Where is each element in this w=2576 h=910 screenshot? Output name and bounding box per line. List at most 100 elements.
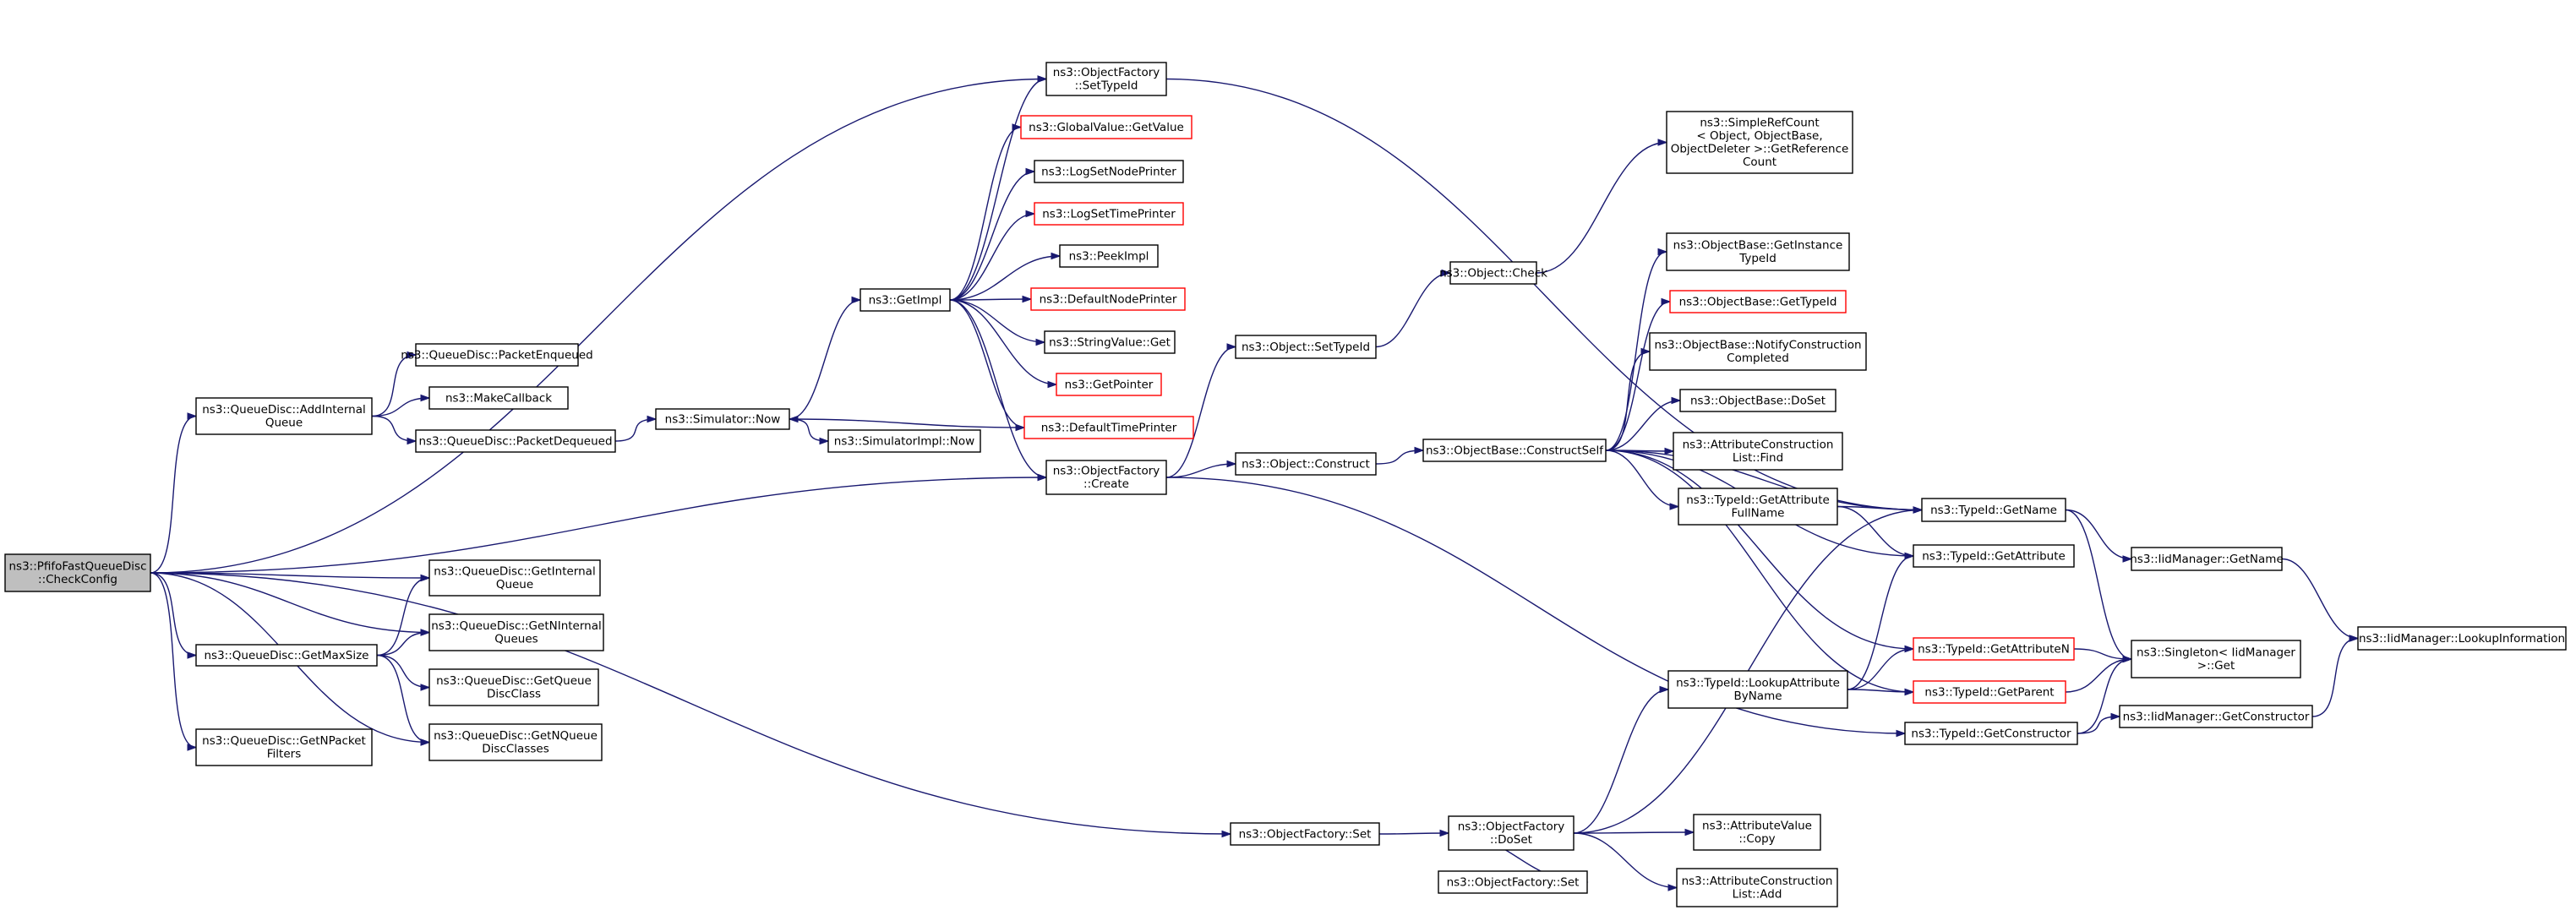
edge-line	[150, 572, 430, 579]
node-peekImpl[interactable]: ns3::PeekImpl	[1059, 244, 1159, 268]
node-label-line: ns3::PfifoFastQueueDisc	[8, 560, 146, 574]
node-box	[1438, 870, 1588, 894]
node-getMaxSize[interactable]: ns3::QueueDisc::GetMaxSize	[195, 644, 378, 667]
edge-line	[2311, 637, 2359, 717]
edge-arrowhead	[1640, 347, 1651, 356]
edge-line	[2065, 509, 2132, 660]
edge-line	[789, 418, 1025, 428]
node-label-line: ns3::GlobalValue::GetValue	[1029, 121, 1184, 134]
edge-line	[2065, 658, 2132, 693]
node-label-line: ns3::TypeId::GetConstructor	[1911, 727, 2071, 740]
edge-line	[150, 572, 197, 657]
node-tidGetAttrN[interactable]: ns3::TypeId::GetAttributeN	[1913, 637, 2075, 661]
node-label-line: ns3::QueueDisc::GetQueue	[436, 674, 592, 688]
edge-objConstruct-to-obConstructSelf	[1375, 446, 1425, 465]
node-ofDoSet[interactable]: ns3::ObjectFactory::DoSet	[1448, 815, 1575, 851]
node-label-line: ns3::ObjectBase::ConstructSelf	[1426, 444, 1604, 457]
node-label-line: ns3::LogSetNodePrinter	[1041, 165, 1176, 178]
edge-line	[371, 354, 417, 417]
node-getImpl[interactable]: ns3::GetImpl	[860, 288, 951, 312]
node-label-line: ns3::QueueDisc::GetInternal	[434, 565, 595, 579]
node-root[interactable]: ns3::PfifoFastQueueDisc::CheckConfig	[4, 553, 151, 592]
node-obGetTypeId[interactable]: ns3::ObjectBase::GetTypeId	[1669, 290, 1847, 313]
edge-arrowhead	[420, 574, 431, 582]
node-label-line: ns3::TypeId::GetParent	[1924, 685, 2054, 699]
edge-getImpl-to-getPtr	[949, 299, 1058, 389]
node-label-line: ns3::QueueDisc::AddInternal	[202, 403, 366, 417]
node-pktDeq[interactable]: ns3::QueueDisc::PacketDequeued	[415, 429, 616, 453]
node-obNotify[interactable]: ns3::ObjectBase::NotifyConstructionCompl…	[1649, 332, 1867, 371]
edge-line	[1375, 450, 1424, 465]
edge-arrowhead	[2349, 635, 2360, 642]
edge-root-to-addInternal	[150, 412, 198, 574]
node-ofSet2[interactable]: ns3::ObjectFactory::Set	[1438, 870, 1588, 894]
node-tidGetParent[interactable]: ns3::TypeId::GetParent	[1913, 680, 2066, 704]
edge-ofCreate-to-tidGetCtor	[1165, 477, 1907, 738]
node-logNode[interactable]: ns3::LogSetNodePrinter	[1034, 160, 1184, 183]
node-iidLookup[interactable]: ns3::IidManager::LookupInformation	[2357, 626, 2567, 651]
node-simNow[interactable]: ns3::Simulator::Now	[655, 408, 790, 430]
node-label-line: ns3::IidManager::GetName	[2130, 553, 2284, 566]
edge-ofDoSet-to-acAdd	[1573, 832, 1678, 891]
node-label-line: ns3::Object::Construct	[1242, 457, 1370, 471]
node-makeCb[interactable]: ns3::MakeCallback	[428, 386, 569, 410]
node-tidGetAttr[interactable]: ns3::TypeId::GetAttribute	[1913, 544, 2075, 568]
node-tidGetName[interactable]: ns3::TypeId::GetName	[1921, 498, 2066, 522]
node-iidGetCtor[interactable]: ns3::IidManager::GetConstructor	[2119, 705, 2313, 728]
edge-line	[1847, 555, 1914, 690]
edge-line	[1536, 141, 1667, 274]
node-label-line: ns3::ObjectFactory	[1053, 465, 1160, 478]
node-strGet[interactable]: ns3::StringValue::Get	[1044, 330, 1176, 354]
node-singleton[interactable]: ns3::Singleton< IidManager>::Get	[2131, 640, 2301, 678]
node-ofSet[interactable]: ns3::ObjectFactory::Set	[1230, 822, 1380, 846]
node-logTime[interactable]: ns3::LogSetTimePrinter	[1034, 202, 1184, 226]
edge-arrowhead	[420, 684, 431, 691]
node-ofCreate[interactable]: ns3::ObjectFactory::Create	[1045, 460, 1167, 495]
edge-objGetTypeId-to-objCheck	[1375, 269, 1452, 348]
node-getPtr[interactable]: ns3::GetPointer	[1056, 373, 1162, 396]
edge-line	[1605, 450, 1914, 693]
edge-addInternal-to-pktDeq	[371, 415, 418, 445]
node-simpleRef[interactable]: ns3::SimpleRefCount< Object, ObjectBase,…	[1666, 111, 1853, 174]
node-label-line: ns3::AttributeConstruction	[1682, 875, 1833, 888]
edge-line	[150, 572, 197, 749]
node-defNode[interactable]: ns3::DefaultNodePrinter	[1030, 287, 1186, 311]
node-obConstructSelf[interactable]: ns3::ObjectBase::ConstructSelf	[1422, 439, 1607, 462]
node-simImplNow[interactable]: ns3::SimulatorImpl::Now	[827, 429, 981, 453]
node-objCheck[interactable]: ns3::Object::Check	[1439, 261, 1547, 285]
node-box	[1913, 544, 2075, 568]
node-obDoSet[interactable]: ns3::ObjectBase::DoSet	[1679, 389, 1836, 412]
edge-line	[1165, 78, 1923, 511]
node-objConstruct[interactable]: ns3::Object::Construct	[1235, 452, 1377, 476]
edge-getImpl-to-peekImpl	[949, 252, 1062, 301]
node-gvGetValue[interactable]: ns3::GlobalValue::GetValue	[1020, 115, 1192, 139]
edge-line	[949, 171, 1035, 301]
node-box	[1904, 722, 2078, 745]
edge-line	[789, 299, 861, 420]
edge-getMaxSize-to-getInternal	[376, 574, 431, 657]
node-ofSetTypeId[interactable]: ns3::ObjectFactory::SetTypeId	[1045, 62, 1167, 96]
edge-arrowhead	[1661, 297, 1672, 306]
node-objGetTypeId[interactable]: ns3::Object::SetTypeId	[1235, 335, 1377, 359]
node-avCopy[interactable]: ns3::AttributeValue::Copy	[1693, 814, 1821, 851]
edge-ofCreate-to-objConstruct	[1165, 460, 1237, 478]
node-label-line: ByName	[1733, 689, 1782, 703]
node-defTime[interactable]: ns3::DefaultTimePrinter	[1023, 416, 1194, 439]
node-tidGetCtor[interactable]: ns3::TypeId::GetConstructor	[1904, 722, 2078, 745]
edge-line	[949, 299, 1047, 478]
node-iidGetName[interactable]: ns3::IidManager::GetName	[2130, 547, 2284, 571]
node-label-line: ns3::QueueDisc::PacketDequeued	[418, 434, 612, 448]
node-box	[4, 553, 151, 592]
node-pktEnq[interactable]: ns3::QueueDisc::PacketEnqueued	[401, 343, 593, 367]
